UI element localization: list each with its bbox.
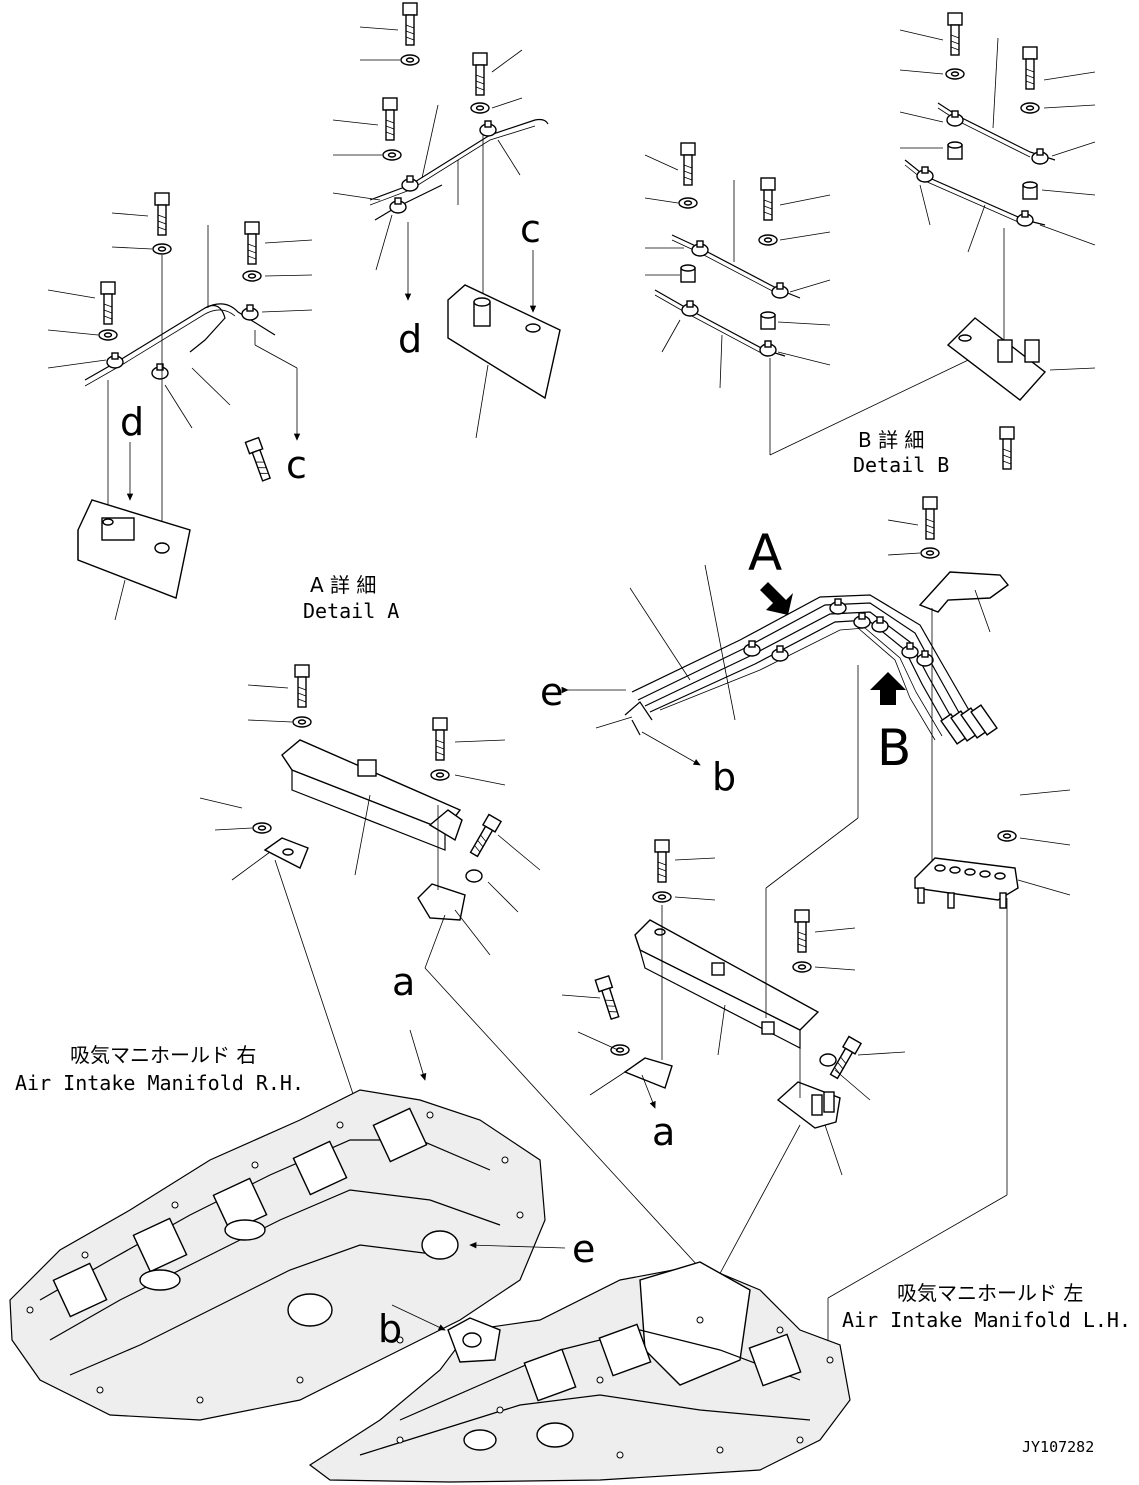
detail-b-jp-title: B 詳 細	[858, 428, 924, 452]
ref-b-label-engine: b	[378, 1307, 402, 1351]
detail-b-assembly	[644, 12, 1096, 456]
drawing-number: JY107282	[1022, 1438, 1094, 1456]
detail-a-upper-assembly	[332, 2, 561, 439]
ref-d-label-center: d	[398, 317, 422, 361]
ref-b-label-bundle: b	[712, 755, 736, 799]
detail-a-en-title: Detail A	[303, 599, 399, 623]
bracket-assembly-lh	[561, 426, 1071, 1345]
manifold-lh-en-label: Air Intake Manifold L.H.	[842, 1308, 1131, 1332]
air-intake-manifold-lh-engine	[308, 1261, 851, 1483]
detail-a-jp-title: A 詳 細	[310, 573, 376, 597]
terminal-block-sockets	[934, 864, 1006, 880]
ref-d-label-left: d	[120, 400, 144, 444]
ref-c-label-center: c	[520, 207, 541, 251]
view-b-marker: B	[877, 719, 911, 777]
manifold-rh-jp-label: 吸気マニホールド 右	[70, 1043, 256, 1067]
ref-e-label-engine: e	[572, 1227, 595, 1271]
manifold-lh-jp-label: 吸気マニホールド 左	[897, 1281, 1083, 1305]
ref-a-label-upper: a	[392, 960, 415, 1004]
detail-b-en-title: Detail B	[853, 453, 949, 477]
detail-a-assembly	[47, 192, 313, 621]
pipe-bundle	[561, 496, 1010, 766]
ref-c-label-left: c	[286, 443, 307, 487]
ref-e-label-bundle: e	[540, 670, 563, 714]
bracket-assembly-rh	[199, 436, 721, 1291]
ref-a-label-lower: a	[652, 1110, 675, 1154]
air-intake-manifold-rh-engine	[9, 1029, 566, 1421]
manifold-rh-en-label: Air Intake Manifold R.H.	[15, 1071, 304, 1095]
view-a-marker: A	[748, 524, 782, 582]
